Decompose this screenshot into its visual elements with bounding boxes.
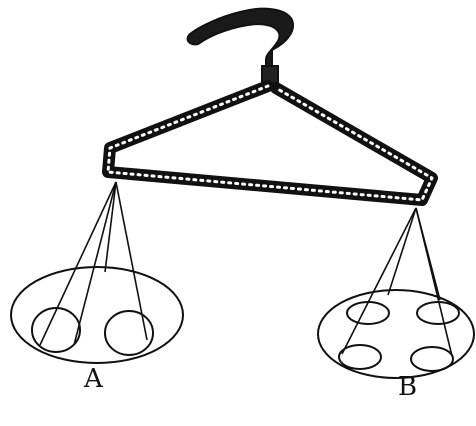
pan-label-b: B xyxy=(398,374,417,400)
right-pan-strings xyxy=(342,208,452,356)
right-pan-b xyxy=(318,290,474,378)
left-pan-plate xyxy=(11,267,183,363)
pan-label-a: A xyxy=(84,366,103,392)
hanger-hook xyxy=(188,9,293,70)
left-weight-1 xyxy=(32,308,80,352)
right-weight-2 xyxy=(417,302,459,324)
right-weight-4 xyxy=(411,347,453,371)
left-pan-strings xyxy=(40,182,147,345)
right-weight-3 xyxy=(339,345,381,369)
right-weight-1 xyxy=(347,302,389,324)
hanger-frame xyxy=(108,86,432,200)
left-pan-a xyxy=(11,267,183,363)
